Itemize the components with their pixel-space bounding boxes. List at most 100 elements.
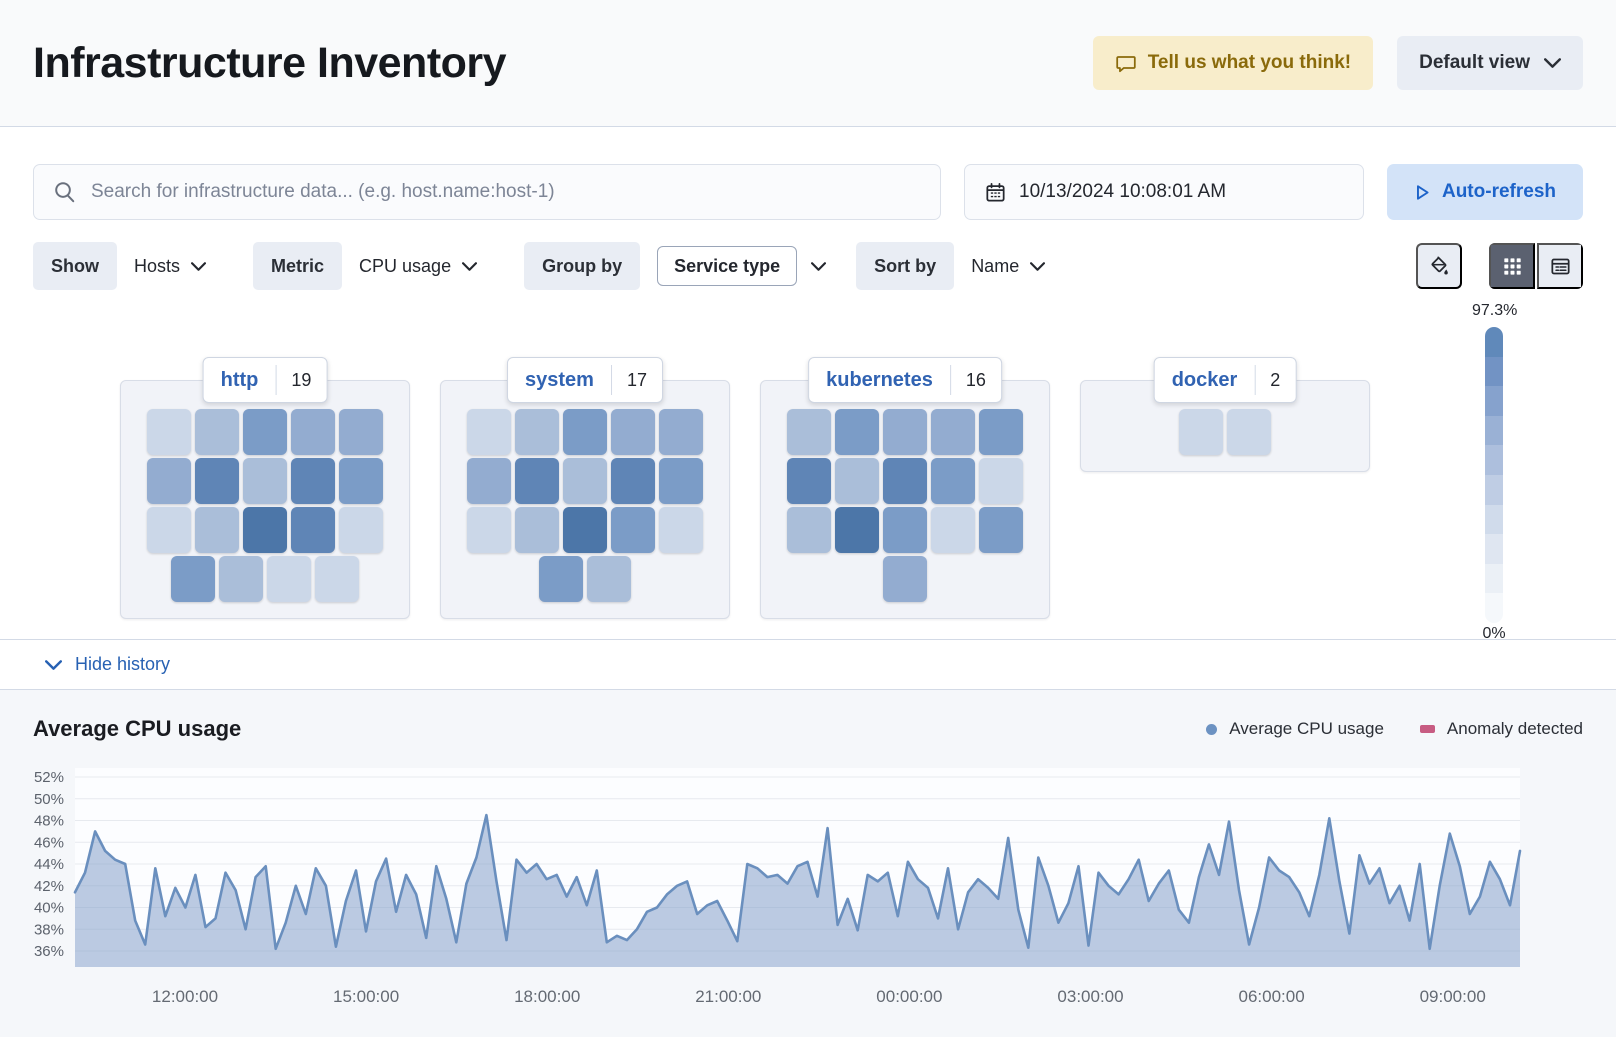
- chevron-down-icon: [45, 659, 62, 670]
- y-axis-tick-label: 44%: [34, 856, 64, 873]
- host-tile[interactable]: [659, 458, 703, 504]
- host-tile[interactable]: [195, 458, 239, 504]
- legend-dot-icon: [1206, 723, 1218, 735]
- host-tile[interactable]: [539, 556, 583, 602]
- group-badge-kubernetes[interactable]: kubernetes 16: [808, 357, 1002, 403]
- sort-by-dropdown[interactable]: Name: [954, 256, 1062, 277]
- host-tile[interactable]: [339, 409, 383, 455]
- host-tile[interactable]: [339, 507, 383, 553]
- speech-bubble-icon: [1115, 52, 1137, 74]
- host-tile[interactable]: [267, 556, 311, 602]
- host-tile[interactable]: [931, 409, 975, 455]
- group-by-chip[interactable]: Service type: [657, 246, 798, 286]
- host-tile[interactable]: [291, 507, 335, 553]
- auto-refresh-button[interactable]: Auto-refresh: [1387, 164, 1583, 220]
- waffle-color-legend: 97.3% 0%: [1472, 302, 1517, 643]
- host-tile[interactable]: [515, 507, 559, 553]
- group-name[interactable]: docker: [1171, 368, 1238, 391]
- feedback-button[interactable]: Tell us what you think!: [1092, 36, 1374, 90]
- host-tile[interactable]: [171, 556, 215, 602]
- host-tile[interactable]: [931, 458, 975, 504]
- host-tile[interactable]: [979, 507, 1023, 553]
- host-tile[interactable]: [1227, 409, 1271, 455]
- show-dropdown[interactable]: Hosts: [117, 256, 223, 277]
- host-tile[interactable]: [339, 458, 383, 504]
- host-tile[interactable]: [315, 556, 359, 602]
- host-tile[interactable]: [835, 507, 879, 553]
- host-tile[interactable]: [611, 458, 655, 504]
- group-name[interactable]: kubernetes: [826, 368, 933, 391]
- search-box[interactable]: [33, 164, 941, 220]
- host-tile[interactable]: [611, 409, 655, 455]
- tile-rows: [784, 409, 1026, 602]
- host-tile[interactable]: [835, 409, 879, 455]
- host-tile[interactable]: [979, 409, 1023, 455]
- host-tile[interactable]: [835, 458, 879, 504]
- host-tile[interactable]: [147, 409, 191, 455]
- host-tile[interactable]: [243, 507, 287, 553]
- host-tile[interactable]: [883, 507, 927, 553]
- y-axis-tick-label: 38%: [34, 921, 64, 938]
- host-tile[interactable]: [243, 458, 287, 504]
- color-palette-button[interactable]: [1416, 243, 1462, 289]
- host-tile[interactable]: [563, 507, 607, 553]
- host-tile[interactable]: [659, 507, 703, 553]
- host-tile[interactable]: [291, 409, 335, 455]
- group-count: 16: [965, 369, 986, 390]
- host-tile[interactable]: [291, 458, 335, 504]
- host-tile[interactable]: [883, 458, 927, 504]
- y-axis-tick-label: 42%: [34, 878, 64, 895]
- chart-legend-item: Average CPU usage: [1206, 719, 1384, 739]
- filters-right: [1416, 243, 1583, 289]
- tile-row: [467, 507, 703, 553]
- host-tile[interactable]: [787, 409, 831, 455]
- host-tile[interactable]: [147, 507, 191, 553]
- map-view-toggle[interactable]: [1489, 243, 1535, 289]
- host-tile[interactable]: [587, 556, 631, 602]
- host-tile[interactable]: [467, 458, 511, 504]
- host-tile[interactable]: [467, 409, 511, 455]
- group-name[interactable]: http: [220, 368, 259, 391]
- host-tile[interactable]: [195, 507, 239, 553]
- host-tile[interactable]: [1179, 409, 1223, 455]
- host-tile[interactable]: [515, 458, 559, 504]
- group-name[interactable]: system: [525, 368, 594, 391]
- host-tile[interactable]: [243, 409, 287, 455]
- legend-gradient-step: [1485, 504, 1503, 535]
- search-input[interactable]: [91, 181, 920, 203]
- host-tile[interactable]: [883, 556, 927, 602]
- host-tile[interactable]: [219, 556, 263, 602]
- chevron-down-icon[interactable]: [811, 261, 827, 271]
- date-picker[interactable]: 10/13/2024 10:08:01 AM: [964, 164, 1364, 220]
- legend-min-label: 0%: [1482, 625, 1506, 642]
- host-tile[interactable]: [147, 458, 191, 504]
- legend-gradient-bar: [1485, 327, 1503, 623]
- host-tile[interactable]: [515, 409, 559, 455]
- table-view-toggle[interactable]: [1537, 243, 1583, 289]
- series-line: [73, 813, 1522, 951]
- x-axis-tick-label: 12:00:00: [152, 987, 218, 1006]
- host-tile[interactable]: [787, 507, 831, 553]
- chart-legend-item: Anomaly detected: [1419, 719, 1583, 739]
- tile-row: [787, 458, 1023, 504]
- host-tile[interactable]: [931, 507, 975, 553]
- host-tile[interactable]: [467, 507, 511, 553]
- host-tile[interactable]: [611, 507, 655, 553]
- host-tile[interactable]: [787, 458, 831, 504]
- metric-dropdown[interactable]: CPU usage: [342, 256, 494, 277]
- host-tile[interactable]: [563, 458, 607, 504]
- hide-history-label: Hide history: [75, 654, 171, 674]
- hide-history-link[interactable]: Hide history: [45, 654, 170, 675]
- history-toggle-bar: Hide history: [0, 639, 1616, 690]
- host-tile[interactable]: [979, 458, 1023, 504]
- host-tile[interactable]: [563, 409, 607, 455]
- host-tile[interactable]: [659, 409, 703, 455]
- host-tile[interactable]: [883, 409, 927, 455]
- paint-bucket-icon: [1428, 255, 1450, 277]
- host-tile[interactable]: [195, 409, 239, 455]
- view-selector-button[interactable]: Default view: [1397, 36, 1583, 90]
